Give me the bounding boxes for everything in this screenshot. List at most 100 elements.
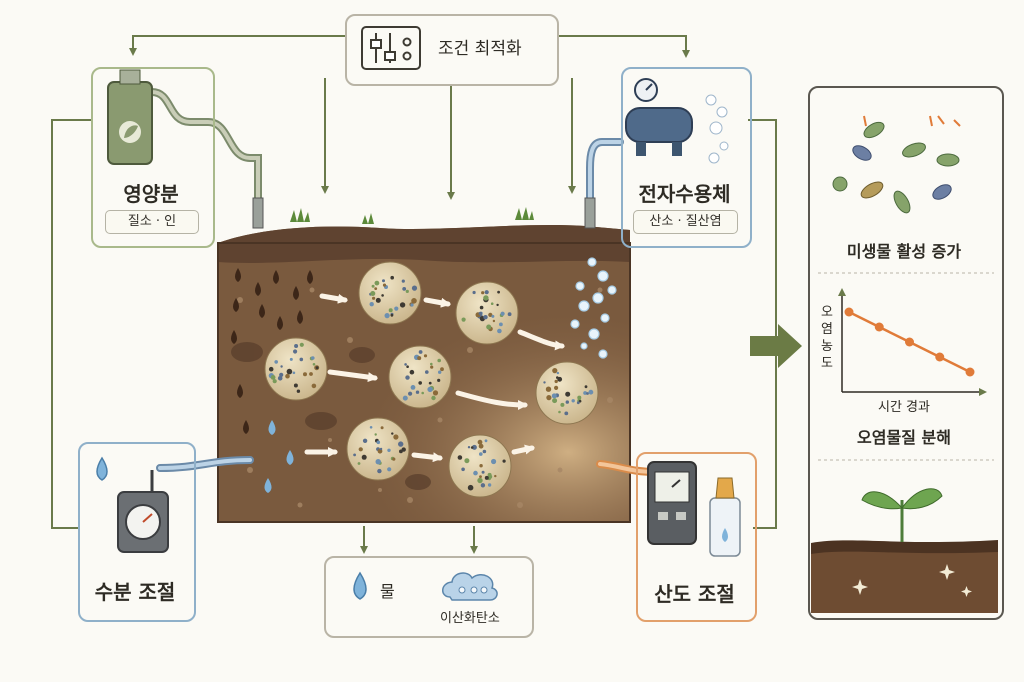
nutrient-bottle-icon — [107, 69, 153, 165]
speckle — [488, 312, 493, 317]
speckle — [496, 303, 499, 307]
speckle — [425, 370, 429, 374]
speckle — [486, 324, 492, 330]
speckle — [384, 313, 390, 319]
speckle — [401, 279, 405, 283]
speckle — [311, 383, 317, 389]
speckle — [543, 381, 546, 384]
speckle — [481, 291, 485, 295]
speckle — [382, 283, 387, 287]
speckle — [375, 297, 381, 303]
speckle — [565, 400, 569, 404]
speckle — [484, 290, 489, 295]
speckle — [405, 289, 409, 293]
electron-label: 전자수용체 — [638, 182, 731, 206]
sprout-illustration — [811, 488, 998, 613]
speckle — [393, 434, 399, 440]
speckle — [471, 444, 477, 450]
speckle — [296, 389, 301, 393]
speckle — [578, 399, 582, 403]
speckle — [369, 302, 374, 307]
speckle — [392, 457, 396, 461]
speckle — [432, 390, 439, 396]
speckle — [372, 296, 376, 300]
nutrient-nozzle — [252, 197, 264, 229]
speckle — [571, 399, 575, 403]
speckle — [279, 372, 284, 377]
speckle — [315, 366, 319, 370]
speckle — [479, 475, 482, 478]
speckle — [268, 366, 274, 372]
pipes — [148, 88, 660, 476]
speckle — [358, 447, 363, 452]
water-box — [78, 442, 196, 622]
speckle — [401, 447, 406, 452]
speckle — [497, 328, 502, 334]
speckle — [464, 458, 470, 464]
speckle — [289, 357, 293, 361]
speckle — [369, 426, 373, 429]
speckle — [430, 365, 434, 369]
speckle — [370, 291, 376, 296]
speckle — [374, 287, 378, 290]
speckle — [473, 470, 478, 476]
speckle — [293, 349, 298, 354]
speckle — [481, 470, 485, 474]
microbe-clusters — [264, 261, 599, 498]
speckle — [499, 322, 503, 327]
speckle — [477, 477, 483, 484]
speckle — [410, 385, 416, 390]
speckle — [371, 284, 375, 288]
speckle — [472, 290, 476, 295]
speckle — [467, 446, 471, 449]
water-valve-icon — [96, 456, 169, 553]
speckle — [483, 315, 488, 320]
speckle — [430, 362, 433, 366]
speckle — [577, 395, 582, 400]
co2-cloud-icon — [442, 572, 498, 601]
speckle — [418, 381, 423, 385]
speckle — [427, 386, 433, 393]
electron-sub: 산소 · 질산염 — [633, 210, 738, 234]
chart-xlabel: 시간 경과 — [878, 400, 930, 415]
speckle — [584, 385, 588, 389]
nutrient-drops — [231, 268, 313, 434]
degradation-label: 오염물질 분해 — [857, 428, 951, 447]
speckle — [379, 447, 383, 451]
speckle — [303, 372, 307, 377]
speckle — [491, 314, 495, 318]
speckle — [312, 363, 316, 366]
speckle — [394, 306, 399, 311]
speckle — [479, 452, 483, 456]
speckle — [545, 386, 552, 392]
speckle — [402, 395, 408, 401]
speckle — [478, 311, 483, 316]
speckle — [387, 448, 391, 452]
speckle — [457, 455, 463, 460]
speckle — [437, 378, 441, 382]
speckle — [408, 391, 413, 396]
microbe-speckles — [268, 275, 594, 491]
speckle — [415, 390, 420, 394]
nutrient-sub: 질소 · 인 — [105, 210, 199, 234]
speckle — [292, 371, 296, 375]
speckle — [564, 411, 569, 416]
speckle — [576, 401, 580, 405]
water-label: 수분 조절 — [94, 580, 176, 604]
speckle — [588, 389, 594, 395]
ph-label: 산도 조절 — [654, 582, 735, 606]
nutrient-box — [91, 67, 215, 248]
results-panel — [808, 86, 1004, 620]
ph-meter-icon — [647, 461, 741, 557]
speckle — [461, 317, 466, 322]
electron-box — [621, 67, 752, 248]
speckle — [484, 439, 488, 443]
speckle — [502, 459, 506, 463]
speckle — [411, 285, 418, 291]
speckle — [546, 395, 552, 401]
trend-chart — [838, 288, 987, 396]
speckle — [274, 360, 279, 364]
speckle — [586, 392, 589, 395]
